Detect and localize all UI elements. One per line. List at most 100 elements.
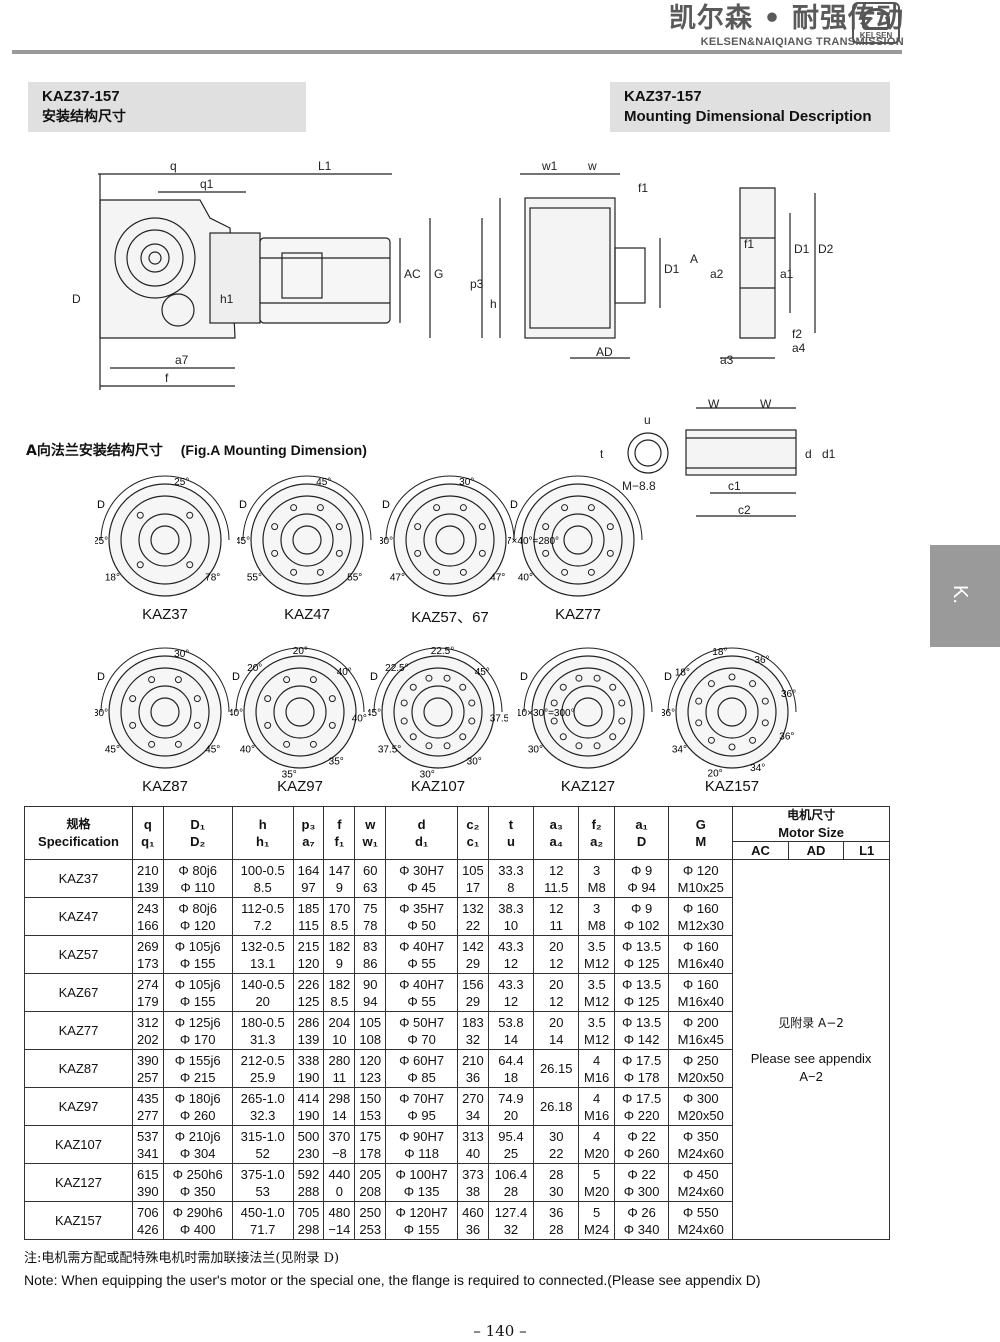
section-tab-cn: KAZ37-157 安装结构尺寸 (28, 82, 306, 132)
flange-angle-label: 18° (675, 668, 690, 679)
flange-angle-label: 36° (754, 655, 769, 666)
dim-AC: AC (404, 267, 421, 281)
dim-a7: a7 (175, 353, 189, 367)
flange-ring (273, 685, 327, 739)
flange-angle-label: 35° (282, 769, 297, 780)
flange-ring (243, 655, 357, 769)
bolt-hole (609, 683, 617, 691)
bolt-hole (587, 568, 595, 576)
flange-angle-label: 30° (467, 756, 482, 767)
bolt-hole (193, 721, 201, 729)
flange-angle-label: 40° (230, 708, 243, 719)
flange-D-label: D (97, 671, 105, 683)
dim-f1-flange: f1 (744, 237, 754, 251)
bolt-hole (443, 674, 451, 682)
flange-D-label: D (239, 499, 247, 511)
bolt-hole (433, 504, 441, 512)
bolt-hole (468, 699, 476, 707)
bolt-hole (136, 561, 144, 569)
dim-G: G (434, 267, 443, 281)
bolt-hole (316, 504, 324, 512)
flange-angle-label: 22.5° (431, 646, 454, 657)
dim-a4: a4 (792, 341, 806, 355)
flange-ring (255, 667, 345, 757)
flange-angle-label: 7×40°=280° (508, 536, 559, 547)
dim-q1: q1 (200, 177, 214, 191)
flange-ring (120, 495, 210, 585)
dim-D: D (72, 292, 81, 306)
flange-angle-label: 37.5° (378, 744, 401, 755)
value-cell: 480−14 (323, 1201, 356, 1240)
flange-ring (381, 655, 495, 769)
bolt-hole (559, 733, 567, 741)
dim-W-right: W (760, 398, 772, 411)
flange-D-label: D (232, 671, 240, 683)
value-cell: 26.18 (533, 1087, 580, 1126)
dim-W-left: W (708, 398, 720, 411)
flange-ring (405, 495, 495, 585)
bolt-hole (593, 674, 601, 682)
section-subtitle-cn: 安装结构尺寸 (42, 109, 126, 125)
angle-arc (523, 647, 653, 713)
dim-D1-flange: D1 (794, 242, 810, 256)
chapter-tab: K. (930, 545, 1000, 647)
bolt-hole (459, 504, 467, 512)
bolt-hole (606, 523, 614, 531)
flange-ring (573, 697, 603, 727)
angle-arc (373, 647, 503, 713)
flange-angle-label: 40° (518, 572, 533, 583)
bolt-hole (335, 549, 343, 557)
dim-AD: AD (596, 345, 613, 359)
flange-angle-label: 18° (712, 647, 727, 658)
flange-angle-label: 20° (708, 768, 723, 779)
bolt-hole (459, 733, 467, 741)
dim-d: d (805, 447, 812, 461)
dim-q: q (170, 159, 177, 173)
flange-ring (563, 525, 593, 555)
bolt-hole (561, 568, 569, 576)
flange-ring (687, 667, 777, 757)
bolt-hole (264, 695, 272, 703)
bolt-hole (575, 674, 583, 682)
flange-ring (551, 513, 605, 567)
section-title-left: KAZ37-157 (42, 88, 120, 105)
flange-ring (150, 697, 180, 727)
flange-ring (717, 697, 747, 727)
bolt-hole (148, 676, 156, 684)
bolt-hole (761, 719, 769, 727)
bolt-hole (561, 504, 569, 512)
